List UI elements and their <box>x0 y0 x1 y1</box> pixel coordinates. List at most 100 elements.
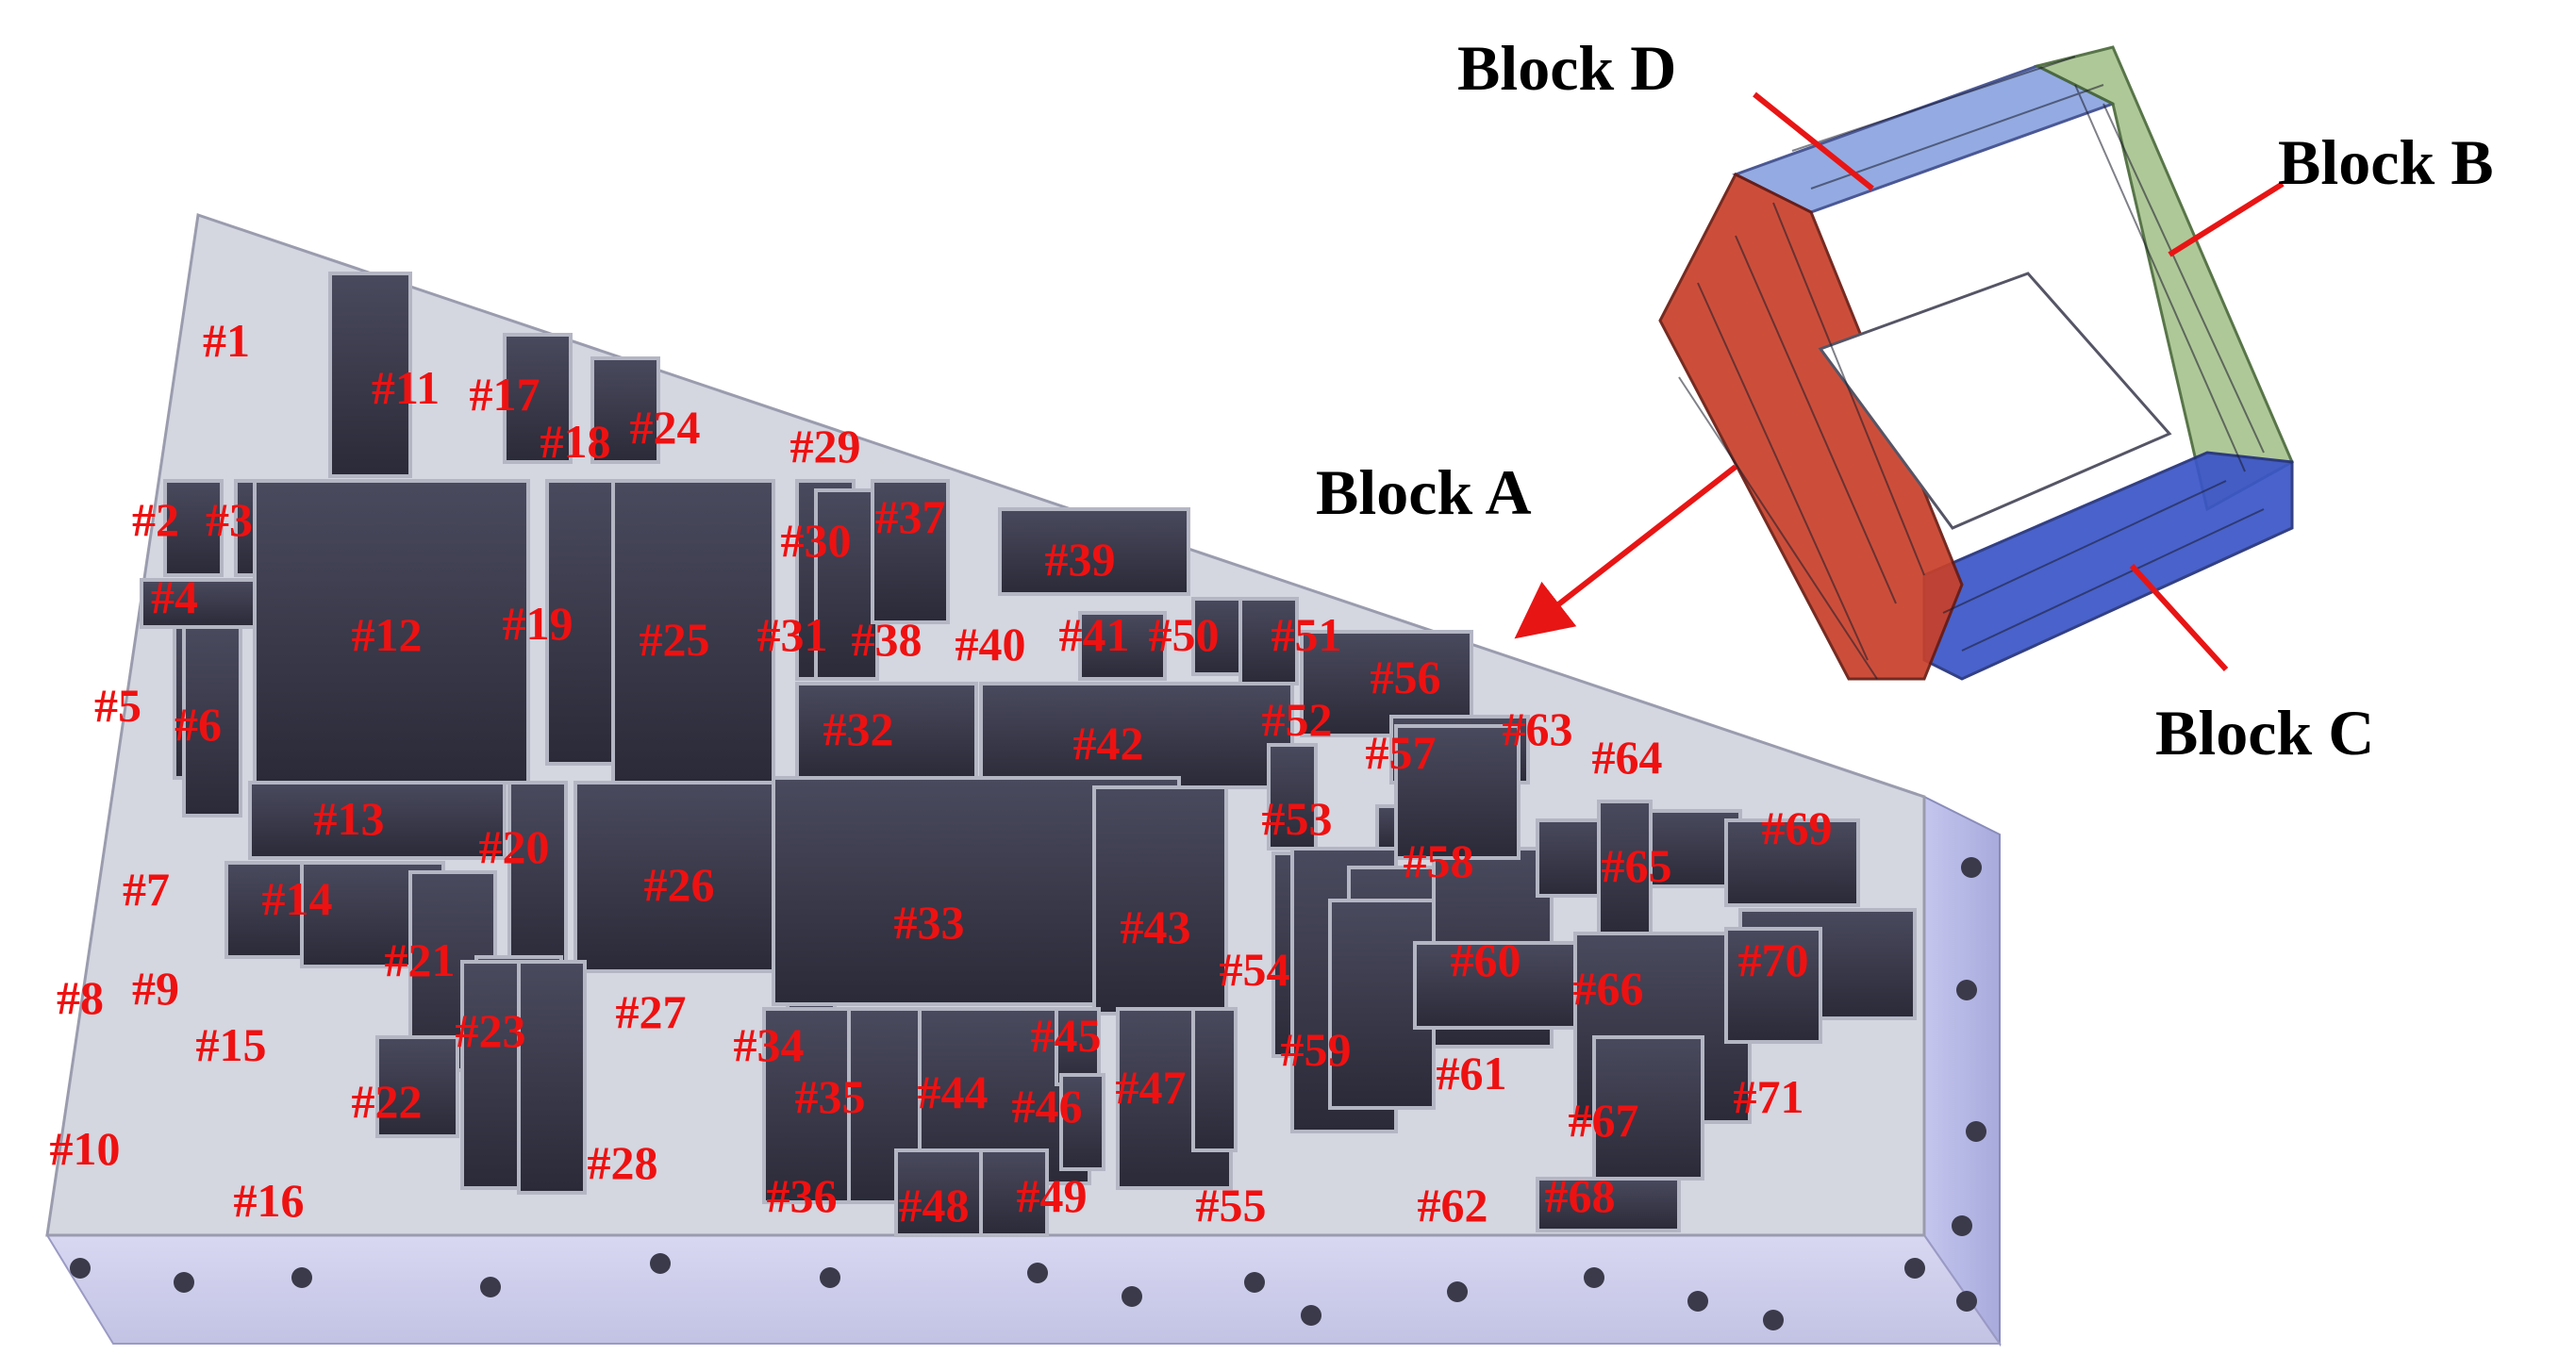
cavity <box>1055 1007 1101 1086</box>
cavity <box>1078 611 1167 681</box>
cavity <box>762 1007 851 1204</box>
cavity <box>979 1148 1049 1237</box>
cavity <box>507 781 568 973</box>
cell-label: #59 <box>1281 1023 1352 1076</box>
pointer-lines <box>1514 91 2285 672</box>
cell-label: #61 <box>1437 1047 1507 1099</box>
cell-label: #42 <box>1073 717 1144 769</box>
cell-label: #34 <box>734 1018 805 1071</box>
cavity <box>545 479 624 766</box>
bolt-hole <box>650 1253 671 1274</box>
cell-label: #6 <box>175 698 222 751</box>
bolt-hole <box>1687 1291 1708 1312</box>
ring-detail-line <box>1961 508 2265 652</box>
cell-label: #60 <box>1451 933 1521 986</box>
cell-label: #10 <box>50 1122 121 1175</box>
block-a-main-view <box>45 213 2002 1347</box>
cell-label: #44 <box>918 1065 989 1118</box>
cell-label: #35 <box>795 1070 866 1123</box>
ring-inner-opening <box>1818 272 2172 530</box>
cavity <box>1592 1035 1704 1181</box>
cavity <box>871 479 950 624</box>
cell-label: #54 <box>1220 943 1290 996</box>
cavity <box>248 781 507 860</box>
cavity <box>1059 1073 1105 1171</box>
cavity <box>573 781 804 973</box>
cavity <box>795 682 978 780</box>
block-a-bottom-face <box>45 1234 2002 1345</box>
cell-label: #69 <box>1762 801 1833 854</box>
pointer-block-b <box>2168 181 2285 257</box>
cell-label: #23 <box>456 1004 526 1057</box>
cell-label: #56 <box>1371 651 1441 703</box>
ring-detail-line <box>1772 202 1925 576</box>
bolt-hole <box>1763 1310 1784 1330</box>
cell-label: #7 <box>123 863 170 916</box>
cell-label: #51 <box>1271 608 1342 661</box>
bolt-hole <box>1584 1267 1604 1288</box>
cell-label: #30 <box>781 514 852 567</box>
bolt-hole <box>1961 857 1982 878</box>
ring-detail-lines <box>1678 56 2265 680</box>
cavity <box>1536 1177 1681 1232</box>
cell-number-labels: #1#2#3#4#5#6#7#8#9#10#11#12#13#14#15#16#… <box>50 314 1833 1231</box>
bolt-hole <box>174 1272 194 1293</box>
ring-block-a <box>1658 172 1964 681</box>
cell-label: #63 <box>1503 702 1573 755</box>
cell-label: #21 <box>385 933 456 986</box>
cell-label: #43 <box>1121 900 1191 953</box>
cell-label: #40 <box>956 618 1026 670</box>
label-block-b: Block B <box>2278 126 2494 198</box>
cell-label: #49 <box>1017 1169 1088 1222</box>
cell-label: #52 <box>1262 693 1333 746</box>
cell-label: #50 <box>1149 608 1220 661</box>
cell-label: #39 <box>1045 533 1116 586</box>
cell-label: #66 <box>1573 962 1644 1015</box>
cavity <box>1724 927 1822 1044</box>
cell-label: #5 <box>94 679 141 732</box>
cavity <box>517 960 587 1195</box>
cavity-group <box>140 272 1917 1237</box>
cell-label: #15 <box>196 1018 267 1071</box>
cell-label: #11 <box>372 361 440 414</box>
cell-label: #1 <box>203 314 250 367</box>
cell-label: #31 <box>757 608 828 661</box>
label-block-a: Block A <box>1316 456 1532 528</box>
ring-block-d <box>1732 64 2117 214</box>
cell-label: #17 <box>470 368 540 421</box>
ring-detail-line <box>1735 235 1897 604</box>
pointer-block-d <box>1753 91 1874 191</box>
cavity <box>1238 597 1299 686</box>
cavity <box>979 682 1294 789</box>
cell-label: #28 <box>588 1136 658 1189</box>
cell-label: #9 <box>132 962 179 1015</box>
cavity <box>1597 800 1653 935</box>
cell-label: #47 <box>1116 1061 1187 1114</box>
cell-label: #53 <box>1262 792 1333 845</box>
cavity <box>998 507 1190 596</box>
cell-label: #70 <box>1738 933 1809 986</box>
cavity <box>1394 724 1521 860</box>
cell-label: #22 <box>352 1075 423 1128</box>
cell-label: #4 <box>151 570 198 623</box>
bolt-hole <box>1027 1263 1048 1283</box>
cell-label: #13 <box>314 792 385 845</box>
label-block-d: Block D <box>1457 32 1676 104</box>
cell-label: #45 <box>1031 1009 1102 1062</box>
cavity <box>163 479 224 577</box>
cavity <box>182 625 242 818</box>
cell-label: #33 <box>894 896 965 949</box>
cell-label: #67 <box>1569 1094 1639 1147</box>
cell-label: #32 <box>823 702 894 755</box>
block-labels: Block D Block B Block A Block C <box>1316 32 2494 768</box>
bolt-hole <box>70 1258 91 1279</box>
cavity <box>894 1148 992 1237</box>
ring-detail-line <box>2102 103 2265 454</box>
bottom-face-features <box>70 857 1986 1330</box>
cell-label: #16 <box>234 1174 305 1227</box>
cell-label: #62 <box>1418 1179 1488 1231</box>
bolt-hole <box>1966 1121 1986 1142</box>
cell-label: #29 <box>790 420 861 472</box>
cell-label: #48 <box>899 1179 970 1231</box>
cell-label: #14 <box>262 872 333 925</box>
